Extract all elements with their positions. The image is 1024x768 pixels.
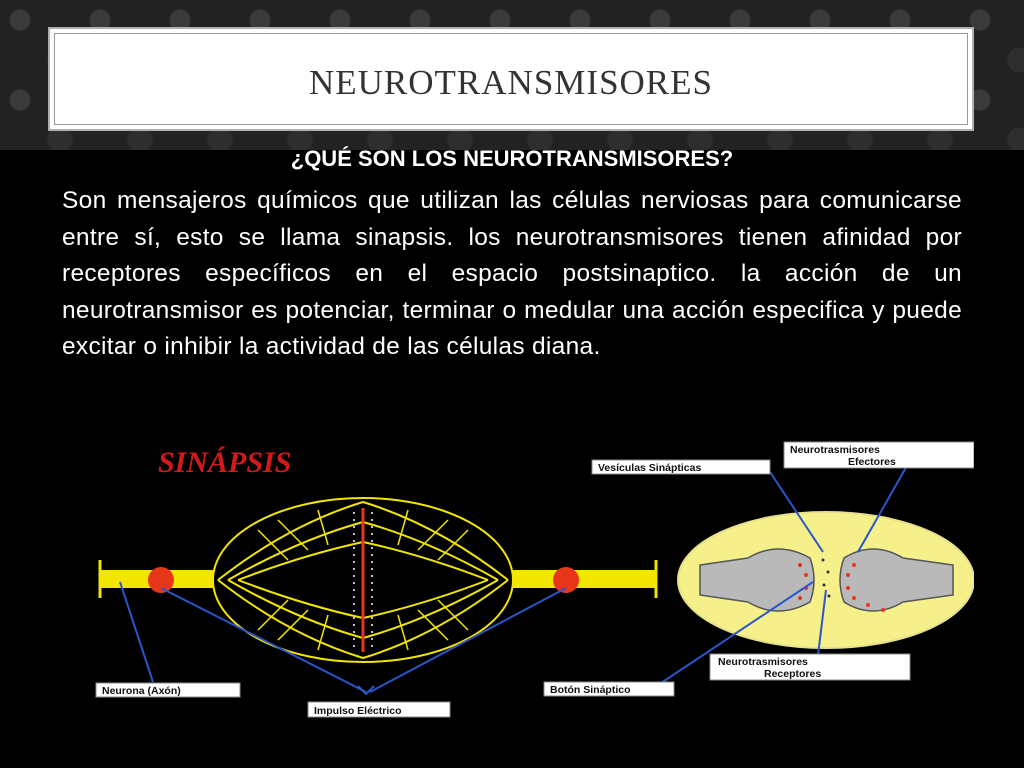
axon-label-box: [95, 682, 241, 698]
effectors-label-line2: Efectores: [848, 456, 896, 468]
receptors-label-line2: Receptores: [764, 668, 821, 680]
vesicles-label-box: [591, 459, 771, 475]
synapse-diagram: SINÁPSIS: [58, 430, 974, 725]
receptors-label-box: [709, 653, 911, 681]
slide-title: NEUROTRANSMISORES: [309, 63, 713, 102]
receptors-label-line1: Neurotrasmisores: [718, 656, 808, 668]
impulse-label: Impulso Eléctrico: [314, 705, 402, 717]
vesicles-label: Vesículas Sinápticas: [598, 462, 701, 474]
neuron-network: [212, 497, 514, 663]
right-neuron-nucleus: [553, 567, 579, 593]
axon-label: Neurona (Axón): [102, 685, 181, 697]
presynaptic-terminal: [699, 548, 815, 612]
synapse-zoom-oval: [677, 511, 974, 649]
diagram-title: SINÁPSIS: [158, 446, 291, 479]
synapse-arrows: [657, 463, 909, 686]
effectors-label-line1: Neurotrasmisores: [790, 444, 880, 456]
button-label: Botón Sináptico: [550, 684, 631, 696]
slide-body-text: Son mensajeros químicos que utilizan las…: [62, 187, 962, 360]
impulse-label-box: [307, 701, 451, 718]
synaptic-cleft-dots: [821, 558, 831, 598]
button-label-box: [543, 681, 675, 697]
impulse-arrows: [119, 581, 567, 696]
slide-question: ¿QUÉ SON LOS NEUROTRANSMISORES?: [290, 146, 734, 171]
title-box: NEUROTRANSMISORES: [48, 27, 974, 131]
left-neuron-nucleus: [148, 567, 174, 593]
effectors-label-box: [783, 441, 974, 469]
synapse-diagram-svg: SINÁPSIS: [95, 441, 974, 718]
